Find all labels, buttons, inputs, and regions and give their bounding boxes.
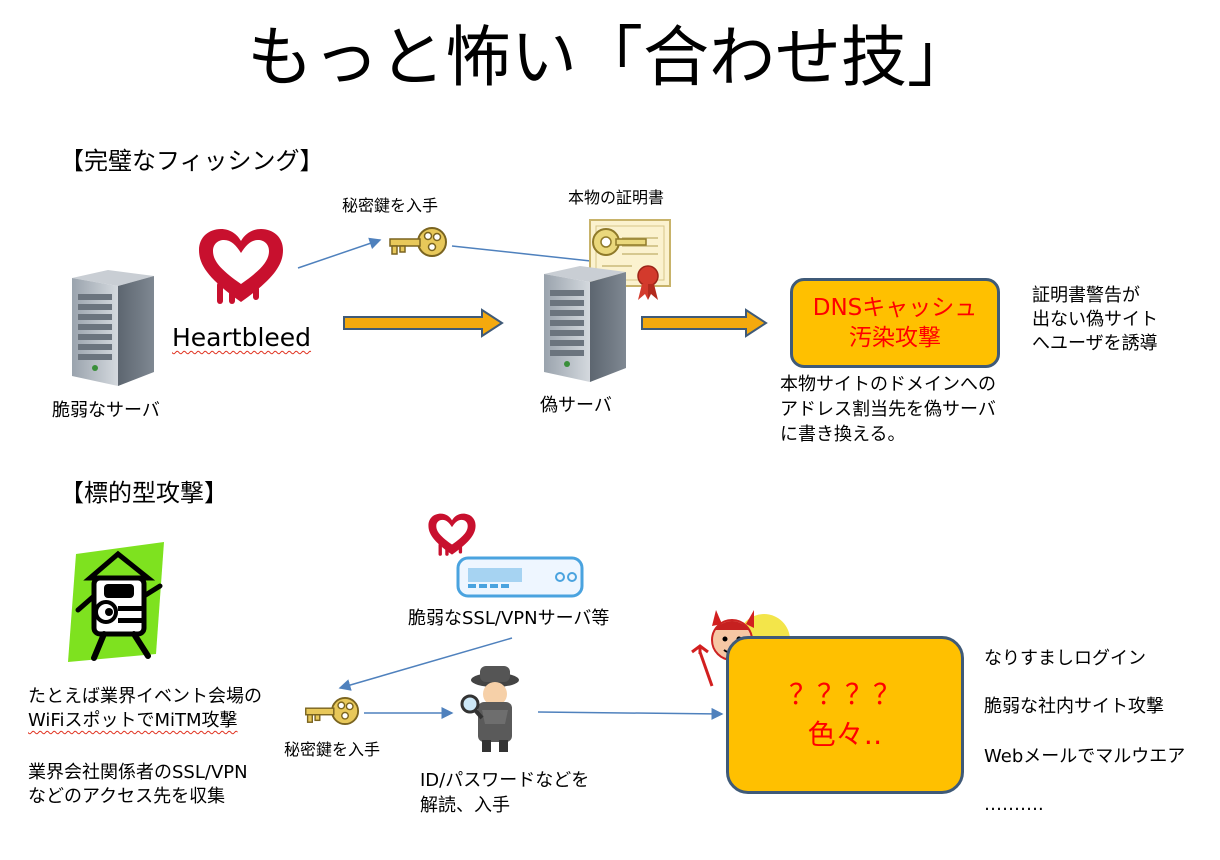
vpn-server-label: 脆弱なSSL/VPNサーバ等	[408, 608, 610, 629]
hacker-character-icon	[68, 542, 164, 662]
dns-cache-poisoning-box: DNSキャッシュ 汚染攻撃	[790, 278, 1000, 368]
outcome-item: Webメールでマルウエア	[984, 746, 1186, 767]
vulnerable-server-label: 脆弱なサーバ	[52, 400, 160, 421]
spy-icon	[460, 666, 519, 752]
key-icon	[389, 227, 447, 257]
certificate-icon	[589, 219, 671, 300]
phishing-result: 証明書警告が 出ない偽サイト へユーザを誘導	[1032, 285, 1158, 354]
heartbleed-icon	[428, 513, 476, 556]
outcome-item: なりすましログイン	[984, 648, 1146, 669]
key-icon	[305, 696, 360, 726]
section-heading-phishing: 【完璧なフィッシング】	[60, 147, 324, 175]
dns-box-line1: DNSキャッシュ	[812, 295, 978, 321]
flow-arrow-2	[641, 308, 768, 338]
server-icon	[72, 270, 154, 386]
dns-description: 本物サイトのドメインへの アドレス割当先を偽サーバ に書き換える。	[780, 374, 996, 445]
server-icon	[544, 266, 626, 382]
heartbleed-label: Heartbleed	[172, 323, 312, 352]
secret-key-label-top: 秘密鍵を入手	[342, 196, 439, 215]
outcome-item: ……….	[984, 794, 1044, 815]
mitm-text: たとえば業界イベント会場の WiFiスポットでMiTM攻撃	[28, 686, 262, 731]
fake-server-label: 偽サーバ	[540, 395, 612, 416]
collect-text: 業界会社関係者のSSL/VPN などのアクセス先を収集	[28, 762, 248, 807]
page-title: もっと怖い「合わせ技」	[247, 19, 973, 96]
unknown-box-line2: 色々‥	[807, 718, 883, 751]
spy-text: ID/パスワードなどを 解読、入手	[420, 770, 590, 816]
router-icon	[456, 556, 584, 598]
unknown-attacks-box: ？？？？ 色々‥	[726, 636, 964, 794]
genuine-cert-label: 本物の証明書	[568, 188, 665, 207]
flow-arrow-1	[343, 308, 504, 338]
heartbleed-icon	[199, 229, 283, 304]
unknown-box-line1: ？？？？	[788, 678, 901, 711]
outcome-item: 脆弱な社内サイト攻撃	[984, 696, 1164, 717]
dns-box-line2: 汚染攻撃	[849, 325, 941, 351]
secret-key-label-bottom: 秘密鍵を入手	[284, 740, 381, 759]
section-heading-targeted: 【標的型攻撃】	[60, 479, 228, 507]
